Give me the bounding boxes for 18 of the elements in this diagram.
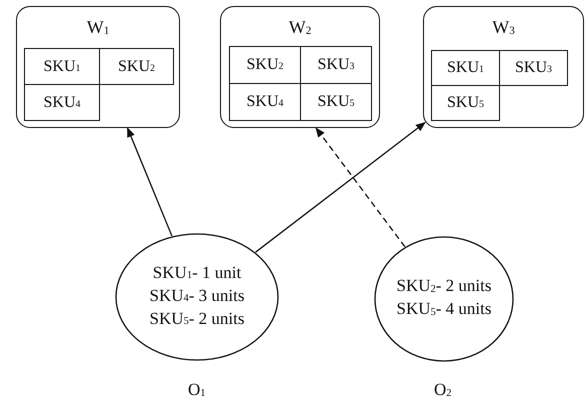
- arrow: [255, 122, 426, 253]
- warehouse-label: W$_{2}$: [288, 17, 312, 38]
- warehouse-box: [423, 6, 584, 128]
- warehouse-box: [220, 6, 380, 128]
- arrow: [315, 127, 406, 248]
- order-label: O$_{2}$: [434, 380, 452, 400]
- order-line: SKU$_{5}$- 4 units: [396, 299, 492, 320]
- order-line: SKU$_{1}$- 1 unit: [152, 262, 242, 284]
- order-line: SKU$_{2}$- 2 units: [396, 276, 492, 297]
- order-label: O$_{1}$: [188, 380, 206, 400]
- order-line: SKU$_{5}$- 2 units: [149, 308, 244, 330]
- warehouse-box: [16, 6, 180, 128]
- warehouse-label: W$_{1}$: [86, 17, 110, 38]
- order-line: SKU$_{4}$- 3 units: [149, 286, 244, 306]
- arrow: [126, 127, 173, 236]
- warehouse-label: W$_{3}$: [491, 17, 516, 38]
- order-ellipse: [374, 236, 514, 362]
- order-ellipse: [115, 233, 279, 361]
